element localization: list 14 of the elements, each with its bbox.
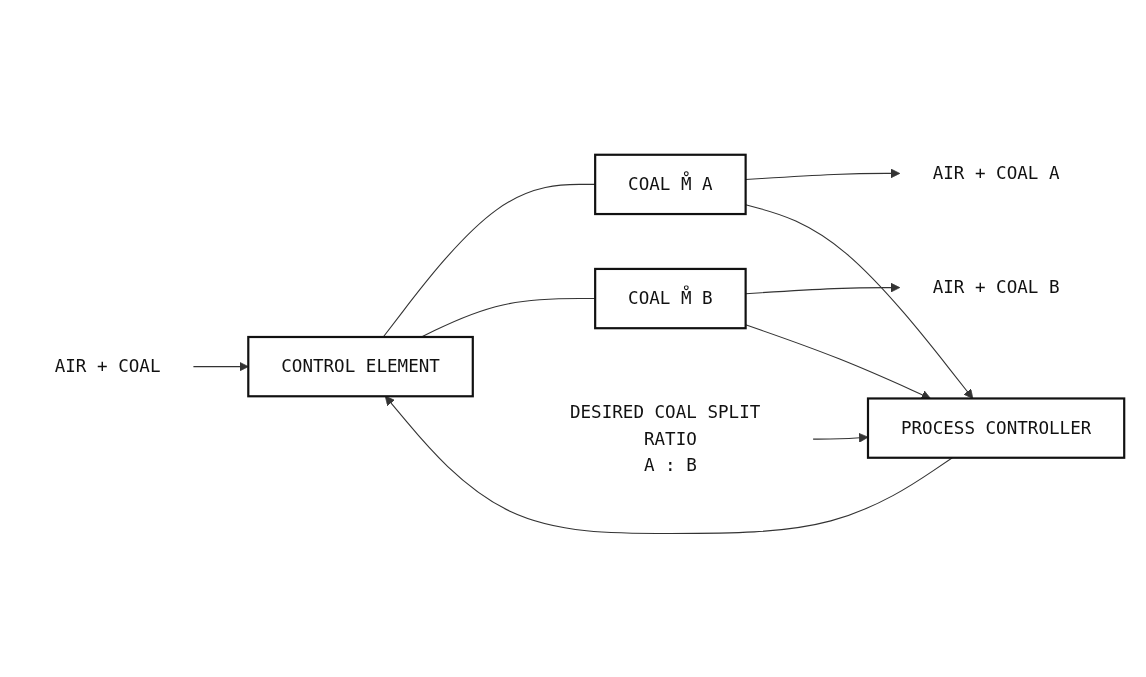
node-text: AIR + COAL B <box>932 276 1060 298</box>
node-text: AIR + COAL <box>54 355 161 377</box>
arrow <box>745 204 974 399</box>
node-text: DESIRED COAL SPLIT RATIO <box>569 401 761 449</box>
node-box: CONTROL ELEMENT <box>247 335 474 398</box>
node-box: COAL M̊ A <box>594 153 747 215</box>
node-box: COAL M̊ B <box>594 267 747 330</box>
node-label: A : B <box>643 454 697 476</box>
node-text: AIR + COAL A <box>932 162 1060 184</box>
arrow <box>192 361 249 372</box>
arrow <box>745 282 901 295</box>
node-box: PROCESS CONTROLLER <box>866 397 1126 459</box>
arrow <box>745 168 901 180</box>
arrow <box>812 432 869 443</box>
